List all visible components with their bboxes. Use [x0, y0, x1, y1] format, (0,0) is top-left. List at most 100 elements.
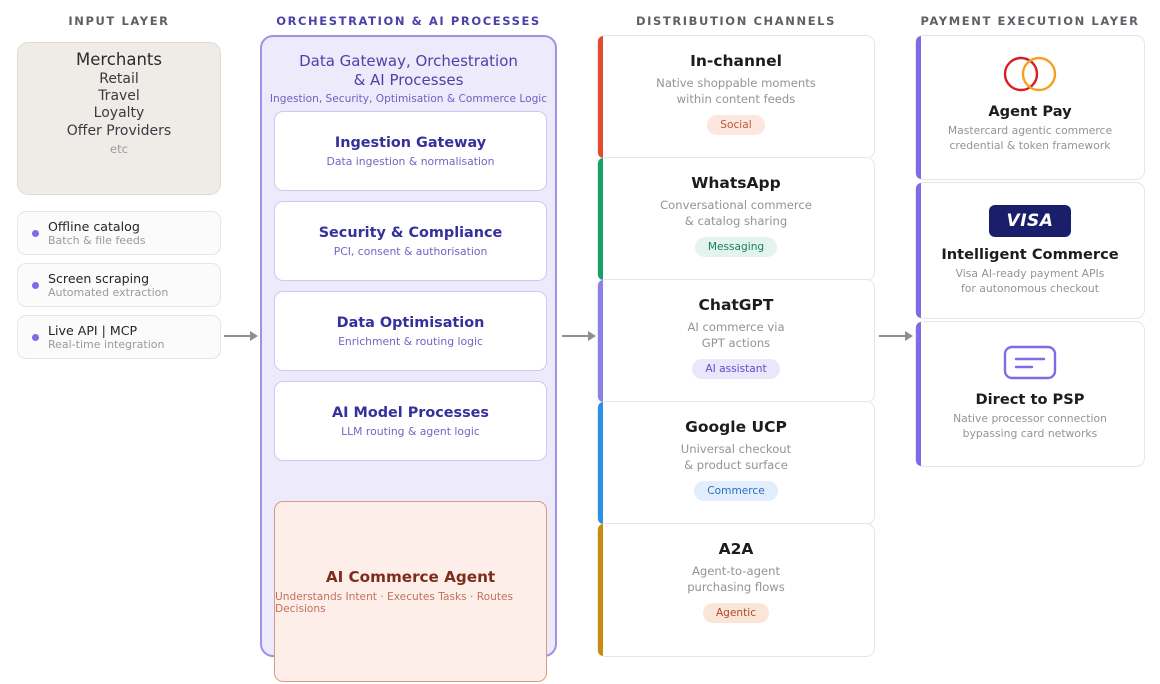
column-header-payment: PAYMENT EXECUTION LAYER [920, 14, 1140, 28]
channel-subtitle: Conversational commerce & catalog sharin… [660, 197, 812, 229]
arrow-orchestration-to-distribution [562, 331, 596, 341]
process-card-data-optimisation[interactable]: Data Optimisation Enrichment & routing l… [274, 291, 547, 371]
channel-subtitle-line2: within content feeds [676, 92, 796, 106]
bullet-dot-icon [32, 333, 39, 341]
channel-subtitle: Native shoppable moments within content … [656, 75, 816, 107]
channel-badge: AI assistant [692, 359, 780, 379]
merchants-etc-label: etc [110, 141, 128, 156]
channel-badge: Messaging [694, 237, 778, 257]
payment-accent-bar [916, 183, 921, 318]
payment-subtitle: Visa AI-ready payment APIs for autonomou… [956, 267, 1105, 297]
input-source-screen-scraping[interactable]: Screen scraping Automated extraction [17, 263, 221, 307]
channel-badge: Commerce [694, 481, 778, 501]
payment-subtitle-line1: Visa AI-ready payment APIs [955, 267, 1105, 280]
column-header-input: INPUT LAYER [68, 14, 170, 28]
merchant-type: Travel [98, 88, 140, 105]
mastercard-logo [994, 54, 1066, 94]
orchestration-subtitle: Ingestion, Security, Optimisation & Comm… [269, 93, 548, 106]
arrow-head-icon [588, 331, 596, 341]
channel-subtitle-line2: GPT actions [701, 336, 771, 350]
process-card-ai-model-processes[interactable]: AI Model Processes LLM routing & agent l… [274, 381, 547, 461]
channel-title: WhatsApp [691, 174, 781, 192]
channel-card-google-ucp[interactable]: Google UCP Universal checkout & product … [597, 401, 875, 525]
payment-card-icon [1002, 342, 1058, 382]
process-subtitle: Enrichment & routing logic [338, 334, 483, 348]
orchestration-panel: Data Gateway, Orchestration & AI Process… [260, 35, 557, 682]
input-source-offline-catalog[interactable]: Offline catalog Batch & file feeds [17, 211, 221, 255]
column-header-distribution: DISTRIBUTION CHANNELS [636, 14, 836, 28]
channel-title: A2A [718, 540, 754, 558]
channel-subtitle-line1: AI commerce via [687, 320, 785, 334]
payment-title: Intelligent Commerce [941, 246, 1119, 263]
process-card-security-compliance[interactable]: Security & Compliance PCI, consent & aut… [274, 201, 547, 281]
process-title: Data Optimisation [336, 314, 485, 331]
visa-logo: VISA [988, 205, 1072, 237]
merchants-card: Merchants Retail Travel Loyalty Offer Pr… [17, 42, 221, 195]
arrow-input-to-orchestration [224, 331, 258, 341]
payment-subtitle-line2: credential & token framework [949, 138, 1111, 152]
channel-subtitle-line2: & product surface [684, 458, 788, 472]
input-source-subtitle: Real-time integration [48, 337, 165, 351]
process-title: Security & Compliance [318, 224, 503, 241]
process-subtitle: Data ingestion & normalisation [326, 154, 495, 168]
payment-title: Direct to PSP [975, 391, 1085, 408]
arrow-head-icon [250, 331, 258, 341]
process-subtitle: PCI, consent & authorisation [333, 244, 488, 258]
agent-subtitle: Understands Intent · Executes Tasks · Ro… [275, 591, 514, 615]
channel-card-a2a[interactable]: A2A Agent-to-agent purchasing flows Agen… [597, 523, 875, 657]
channel-subtitle-line1: Universal checkout [680, 442, 792, 456]
channel-card-whatsapp[interactable]: WhatsApp Conversational commerce & catal… [597, 157, 875, 281]
payment-card-intelligent-commerce[interactable]: VISA Intelligent Commerce Visa AI-ready … [915, 182, 1145, 319]
channel-subtitle-line1: Agent-to-agent [691, 564, 781, 578]
orchestration-title-line2: & AI Processes [353, 70, 464, 89]
channel-accent-bar [598, 524, 603, 656]
payment-title: Agent Pay [988, 103, 1072, 120]
orchestration-title-line1: Data Gateway, Orchestration [299, 52, 518, 70]
payment-subtitle: Native processor connection bypassing ca… [953, 412, 1107, 442]
payment-card-agent-pay[interactable]: Agent Pay Mastercard agentic commerce cr… [915, 35, 1145, 180]
merchant-type: Offer Providers [66, 122, 172, 139]
arrow-head-icon [905, 331, 913, 341]
bullet-dot-icon [32, 281, 39, 289]
input-source-subtitle: Automated extraction [48, 285, 169, 299]
agent-title: AI Commerce Agent [325, 568, 496, 586]
input-source-title: Live API | MCP [48, 322, 138, 338]
merchants-title: Merchants [76, 50, 162, 69]
input-source-title: Screen scraping [48, 270, 150, 286]
channel-card-chatgpt[interactable]: ChatGPT AI commerce via GPT actions AI a… [597, 279, 875, 403]
payment-subtitle-line1: Mastercard agentic commerce [947, 124, 1113, 137]
channel-title: In-channel [690, 52, 782, 70]
channel-accent-bar [598, 36, 603, 158]
input-source-live-api-mcp[interactable]: Live API | MCP Real-time integration [17, 315, 221, 359]
process-subtitle: LLM routing & agent logic [341, 424, 480, 438]
payment-accent-bar [916, 36, 921, 179]
channel-subtitle: Agent-to-agent purchasing flows [687, 563, 785, 595]
merchant-type: Loyalty [93, 105, 145, 122]
payment-subtitle-line1: Native processor connection [953, 412, 1107, 425]
arrow-distribution-to-payment [879, 331, 913, 341]
payment-accent-bar [916, 322, 921, 466]
bullet-dot-icon [32, 229, 39, 237]
channel-accent-bar [598, 280, 603, 402]
payment-subtitle: Mastercard agentic commerce credential &… [948, 124, 1112, 154]
process-card-ingestion-gateway[interactable]: Ingestion Gateway Data ingestion & norma… [274, 111, 547, 191]
channel-card-in-channel[interactable]: In-channel Native shoppable moments with… [597, 35, 875, 159]
input-source-subtitle: Batch & file feeds [48, 233, 146, 247]
channel-subtitle: Universal checkout & product surface [681, 441, 791, 473]
channel-title: Google UCP [685, 418, 787, 436]
channel-subtitle-line1: Native shoppable moments [656, 76, 816, 90]
channel-accent-bar [598, 158, 603, 280]
ai-commerce-agent-card[interactable]: AI Commerce Agent Understands Intent · E… [274, 501, 547, 682]
channel-subtitle-line2: purchasing flows [687, 580, 785, 594]
process-title: AI Model Processes [332, 404, 489, 421]
channel-subtitle-line1: Conversational commerce [660, 198, 812, 212]
payment-card-direct-to-psp[interactable]: Direct to PSP Native processor connectio… [915, 321, 1145, 467]
channel-subtitle: AI commerce via GPT actions [687, 319, 784, 351]
channel-accent-bar [598, 402, 603, 524]
channel-title: ChatGPT [698, 296, 774, 314]
arrow-shaft [879, 335, 906, 337]
payment-subtitle-line2: bypassing card networks [962, 426, 1098, 440]
arrow-shaft [562, 335, 589, 337]
merchant-type: Retail [99, 71, 139, 87]
process-title: Ingestion Gateway [334, 134, 487, 151]
